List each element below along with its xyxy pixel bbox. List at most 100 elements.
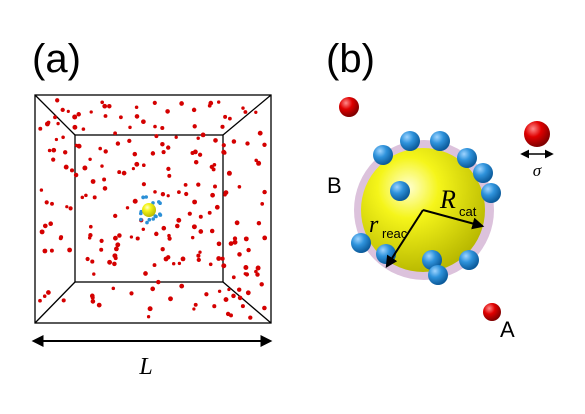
solvent-dot	[254, 269, 258, 274]
solvent-dot	[232, 239, 238, 245]
solvent-dot	[227, 287, 231, 292]
solvent-particle-sigma	[524, 121, 550, 147]
solvent-dot	[231, 293, 236, 299]
bound-reactants	[351, 131, 501, 285]
solvent-dot	[56, 121, 60, 126]
solvent-dot	[177, 190, 181, 194]
solvent-dot	[231, 275, 236, 280]
solvent-dot	[128, 125, 132, 130]
solvent-dot	[255, 272, 260, 277]
solvent-dot	[209, 228, 215, 234]
solvent-dot	[73, 172, 79, 178]
solvent-dot	[223, 297, 229, 303]
solvent-dot	[98, 146, 102, 151]
solvent-dot	[154, 231, 159, 237]
solvent-dot	[121, 170, 127, 176]
r-reac-symbol: r	[369, 212, 379, 238]
solvent-dot	[245, 290, 251, 296]
solvent-dot	[237, 252, 242, 257]
solvent-dot	[166, 255, 171, 260]
solvent-dot	[214, 204, 220, 210]
solvent-dot	[257, 130, 263, 136]
solvent-dot	[131, 167, 135, 171]
solvent-dot	[220, 124, 225, 129]
solvent-dot	[100, 164, 104, 168]
solvent-dot	[196, 257, 201, 263]
solvent-dot	[39, 229, 45, 235]
solvent-dot	[221, 263, 227, 269]
solvent-dot	[135, 236, 140, 241]
solvent-dot	[160, 192, 166, 197]
solvent-dot	[193, 302, 198, 307]
solvent-dot	[42, 248, 48, 254]
solvent-dot	[183, 182, 188, 187]
solvent-dot	[192, 124, 197, 129]
solvent-dot	[72, 124, 78, 130]
solvent-dot	[102, 186, 108, 191]
solvent-dot	[192, 307, 196, 311]
reactant-dot	[145, 220, 149, 225]
solvent-dot	[90, 259, 95, 264]
solvent-dot	[134, 161, 140, 167]
solvent-dot	[150, 286, 156, 292]
solvent-dot	[150, 151, 156, 156]
solvent-dot	[113, 235, 118, 241]
solvent-dot	[156, 279, 161, 285]
solvent-dot	[217, 100, 221, 104]
solvent-dot	[165, 109, 170, 114]
reactant-b	[473, 163, 493, 183]
solvent-dot	[262, 235, 268, 241]
solvent-dot	[96, 302, 102, 308]
solvent-dot	[89, 110, 93, 114]
reactant-b	[390, 181, 410, 201]
reactant-b	[428, 265, 448, 285]
solvent-dot	[125, 206, 130, 210]
box-edge	[34, 281, 76, 324]
solvent-dot	[153, 190, 157, 194]
solvent-dot	[152, 263, 157, 268]
solvent-dot	[262, 305, 267, 311]
solvent-dot	[198, 214, 203, 219]
species-b-label: B	[327, 173, 342, 198]
solvent-dot	[61, 135, 65, 140]
solvent-dot	[213, 184, 217, 189]
solvent-dot	[212, 304, 217, 309]
solvent-dot	[243, 265, 249, 270]
solvent-dot	[255, 265, 261, 271]
solvent-dot	[223, 114, 228, 119]
solvent-dot	[167, 236, 172, 241]
solvent-dot	[190, 150, 195, 156]
sigma-label: σ	[533, 161, 542, 180]
solvent-dot	[245, 141, 250, 146]
solvent-dot	[62, 150, 68, 155]
solvent-dot	[117, 233, 122, 238]
solvent-dot	[262, 142, 267, 147]
solvent-dot	[117, 170, 122, 175]
solvent-dot	[256, 160, 262, 166]
solvent-dot	[232, 236, 238, 241]
solvent-dot	[256, 220, 262, 226]
solvent-dot	[241, 106, 245, 110]
solvent-dot	[65, 205, 69, 209]
solvent-dot	[179, 101, 184, 106]
solvent-dot	[141, 119, 146, 125]
solvent-dot	[196, 136, 200, 140]
solvent-dot	[141, 163, 146, 168]
solvent-dot	[129, 291, 134, 296]
reactant-b	[481, 183, 501, 203]
box-inner-face	[74, 134, 224, 283]
solvent-dot	[67, 247, 72, 253]
reactant-dot	[139, 217, 143, 222]
solvent-dot	[69, 168, 75, 173]
solvent-dot	[262, 189, 267, 195]
reactant-dot	[147, 217, 152, 222]
solvent-dot	[132, 151, 138, 157]
solvent-dot	[50, 201, 54, 206]
solvent-dot	[196, 182, 201, 187]
solvent-dot	[111, 286, 116, 291]
reactant-dot	[141, 195, 145, 200]
solvent-dot	[207, 210, 212, 215]
solvent-dot	[259, 282, 264, 287]
r-cat-symbol: R	[439, 185, 456, 214]
solvent-dot	[248, 315, 253, 320]
